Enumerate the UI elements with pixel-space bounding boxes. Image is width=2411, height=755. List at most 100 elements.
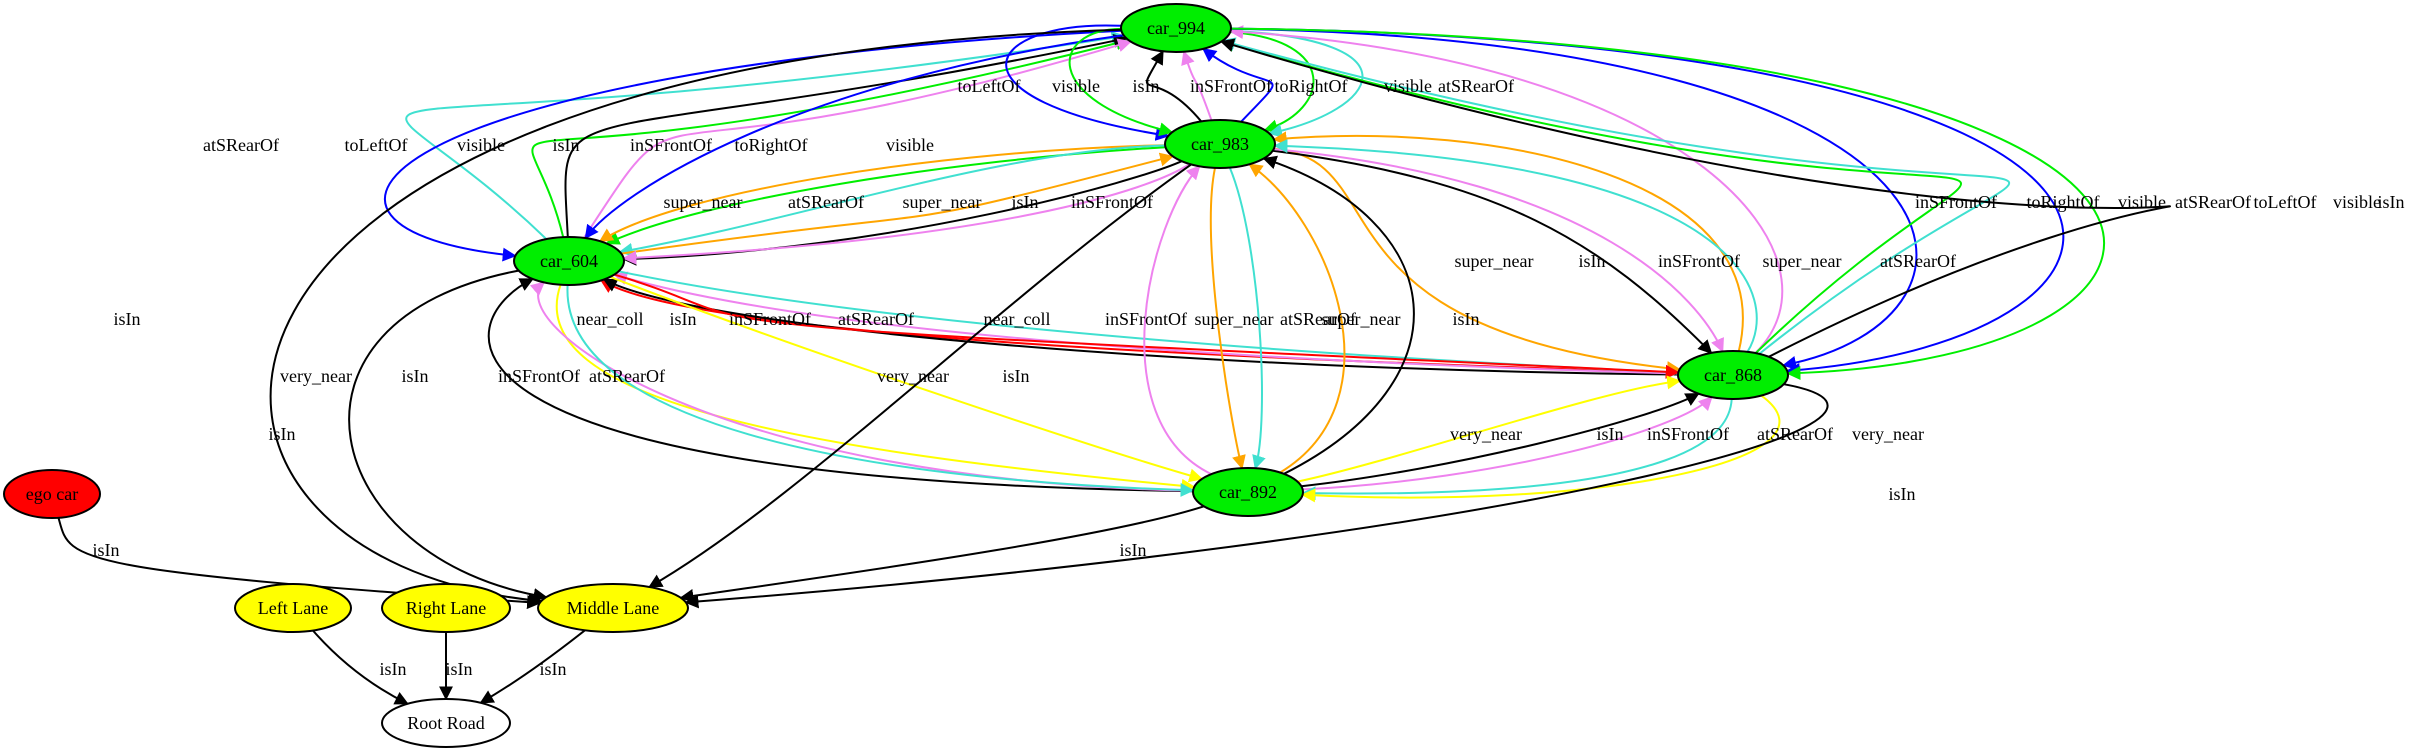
- edge-label: isIn: [1889, 484, 1916, 504]
- edge-label: super_near: [1455, 251, 1534, 271]
- node-shape: [381, 698, 511, 748]
- node-shape: [513, 236, 625, 286]
- node-shape: [381, 583, 511, 633]
- edge-car_868-car_892-very_near: [1301, 394, 1781, 503]
- edge-car_994-car_983-toLeftOf: [1005, 24, 1170, 141]
- edge-label: isIn: [380, 659, 407, 679]
- edge-car_994-car_604-toRightOf: [584, 34, 1124, 240]
- edge-label: atSRearOf: [1280, 309, 1356, 329]
- edge-label: atSRearOf: [838, 309, 914, 329]
- node-label: car_868: [1704, 365, 1762, 385]
- edge-middle_lane-root_road-isIn: [479, 629, 586, 704]
- edge-car_868-car_994-inSFrontOf: [1229, 25, 1784, 354]
- edge-label: super_near: [1322, 309, 1401, 329]
- edge-label: atSRearOf: [788, 192, 864, 212]
- edge-label: visible: [2333, 192, 2381, 212]
- node-shape: [1677, 350, 1789, 400]
- node-label: Middle Lane: [567, 598, 659, 618]
- edge-car_868-car_994-isIn: [1219, 38, 2172, 358]
- edge-car_892-car_983-inSFrontOf: [1143, 165, 1212, 475]
- edge-label: isIn: [93, 540, 120, 560]
- edge-label: isIn: [1012, 192, 1039, 212]
- edge-car_868-car_994-visible: [1220, 38, 1963, 354]
- node-car-892: car_892: [1192, 467, 1304, 517]
- edge-car_983-car_604-inSFrontOf: [622, 163, 1191, 265]
- edge-car_892-car_868-very_near: [1297, 375, 1682, 483]
- edge-car_604-car_983-super_near: [621, 152, 1175, 255]
- edge-label: atSRearOf: [1757, 424, 1833, 444]
- edge-car_983-middle_lane-isIn: [648, 163, 1192, 588]
- edge-label: isIn: [1120, 540, 1147, 560]
- edge-car_994-middle_lane-isIn: [269, 28, 1122, 607]
- edge-car_983-car_868-super_near: [1273, 147, 1681, 376]
- edge-car_892-car_868-isIn: [1301, 392, 1700, 488]
- edge-label: isIn: [540, 659, 567, 679]
- edge-label: inSFrontOf: [630, 135, 712, 155]
- edge-label: atSRearOf: [1880, 251, 1956, 271]
- edge-label: visible: [1052, 76, 1100, 96]
- edge-car_994-car_868-visible: [1230, 27, 2106, 381]
- node-shape: [234, 583, 352, 633]
- node-label: Right Lane: [406, 598, 486, 618]
- edge-car_892-car_983-super_near: [1248, 163, 1346, 474]
- edge-label: visible: [2118, 192, 2166, 212]
- edge-car_983-car_868-inSFrontOf: [1273, 148, 1724, 353]
- edge-car_994-car_868-toRightOf: [1230, 27, 1918, 370]
- edge-ego_car-middle_lane-isIn: [57, 517, 542, 610]
- edge-label: isIn: [1133, 76, 1160, 96]
- edge-car_868-car_983-super_near: [1272, 131, 1744, 352]
- node-shape: [537, 583, 689, 633]
- edge-car_983-car_994-toRightOf: [1202, 48, 1274, 123]
- edge-label: near_coll: [984, 309, 1051, 329]
- edge-label: atSRearOf: [589, 366, 665, 386]
- edge-car_994-car_983-visible: [1230, 31, 1315, 134]
- edge-car_868-car_892-atSRearOf: [1301, 398, 1733, 501]
- edge-car_604-car_994-atSRearOf: [405, 31, 1126, 240]
- edge-car_604-car_892-atSRearOf: [566, 284, 1195, 497]
- edge-car_604-car_892-very_near: [609, 275, 1204, 483]
- edge-car_983-car_994-inSFrontOf: [1181, 50, 1213, 121]
- node-shape: [1120, 3, 1232, 53]
- edge-car_604-car_994-inSFrontOf: [583, 38, 1132, 239]
- edges-layer: [57, 24, 2172, 705]
- edge-car_983-car_868-isIn: [1272, 149, 1713, 354]
- edge-label: visible: [1384, 76, 1432, 96]
- edge-label: super_near: [1195, 309, 1274, 329]
- node-right-lane: Right Lane: [381, 583, 511, 633]
- edge-label: inSFrontOf: [1647, 424, 1729, 444]
- edge-label: atSRearOf: [203, 135, 279, 155]
- node-car-604: car_604: [513, 236, 625, 286]
- edge-label: toRightOf: [1274, 76, 1347, 96]
- edge-car_892-car_604-isIn: [487, 278, 1194, 493]
- edge-car_994-car_868-toLeftOf: [1230, 27, 2065, 377]
- edge-label: super_near: [664, 192, 743, 212]
- edge-car_892-car_868-inSFrontOf: [1302, 396, 1713, 491]
- edge-label: isIn: [1453, 309, 1480, 329]
- edge-label: inSFrontOf: [1915, 192, 1997, 212]
- node-label: Left Lane: [258, 598, 328, 618]
- edge-label: inSFrontOf: [1658, 251, 1740, 271]
- edge-label: atSRearOf: [1438, 76, 1514, 96]
- node-shape: [1192, 467, 1304, 517]
- edge-label: super_near: [1763, 251, 1842, 271]
- edge-label: inSFrontOf: [729, 309, 811, 329]
- edge-car_983-car_604-super_near: [598, 144, 1166, 243]
- edge-label: toRightOf: [734, 135, 807, 155]
- edge-label: isIn: [446, 659, 473, 679]
- edge-car_604-car_994-isIn: [564, 34, 1128, 238]
- edge-car_983-car_892-atSRearOf: [1228, 167, 1266, 470]
- node-label: car_983: [1191, 134, 1249, 154]
- edge-label: toLeftOf: [958, 76, 1021, 96]
- node-left-lane: Left Lane: [234, 583, 352, 633]
- edge-label: inSFrontOf: [1071, 192, 1153, 212]
- edge-label: very_near: [1852, 424, 1924, 444]
- node-label: Root Road: [407, 713, 485, 733]
- node-shape: [1164, 119, 1276, 169]
- edge-label: very_near: [877, 366, 949, 386]
- edge-label: isIn: [1003, 366, 1030, 386]
- edge-car_892-car_983-isIn: [1262, 155, 1415, 475]
- edge-car_868-middle_lane-isIn: [684, 383, 1829, 609]
- edge-label: atSRearOf: [2175, 192, 2251, 212]
- node-ego-car: ego car: [3, 469, 101, 519]
